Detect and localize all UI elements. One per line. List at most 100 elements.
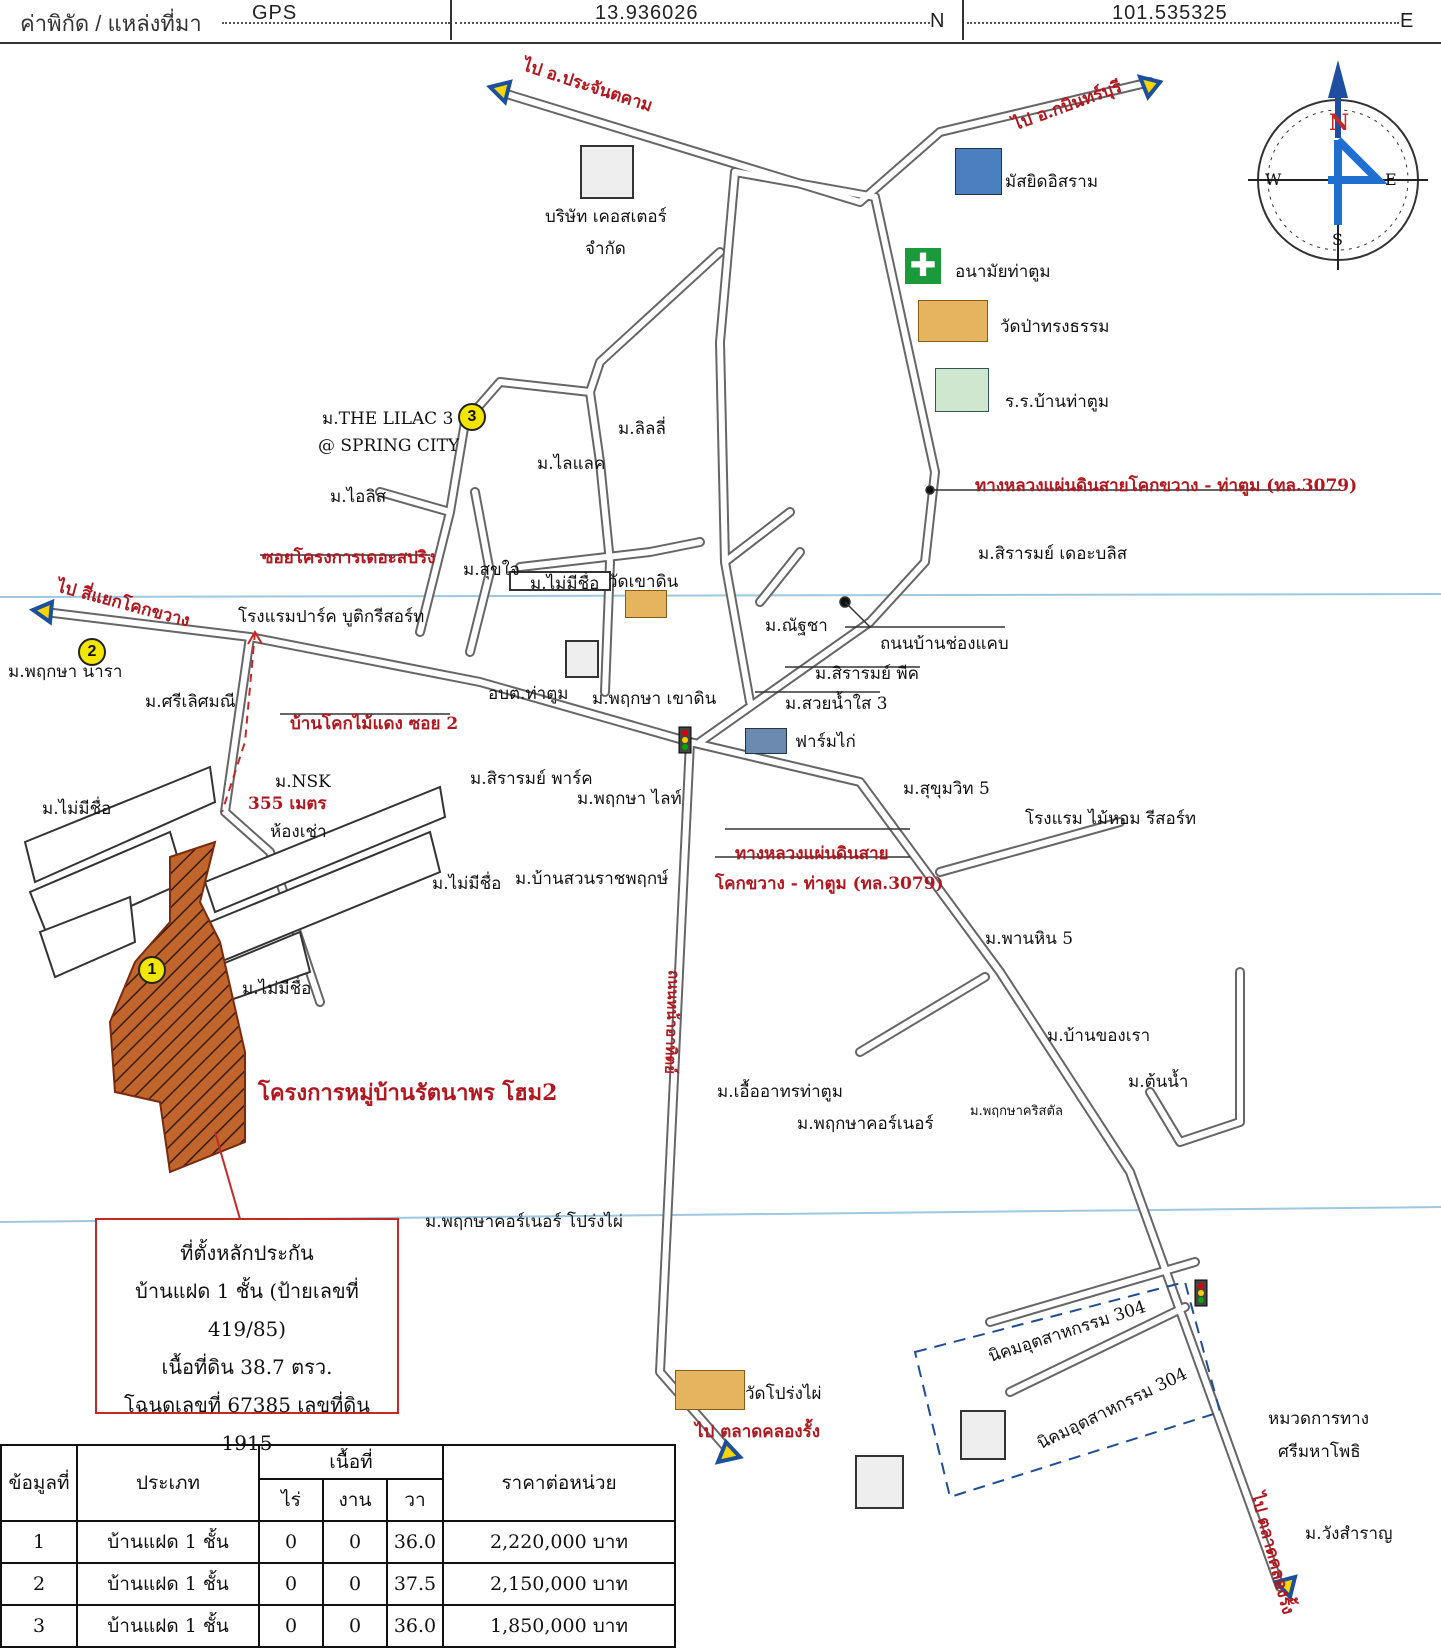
label-lilly: ม.ลิลลี่ (618, 419, 666, 439)
temple-icon-2 (625, 590, 667, 618)
info-line-1: ที่ตั้งหลักประกัน (180, 1241, 314, 1265)
coord-label: ค่าพิกัด / แหล่งที่มา (20, 11, 202, 36)
label-sukhumvit: ม.สุขุมวิท 5 (903, 779, 990, 799)
mosque-icon (955, 148, 1002, 195)
cell-ngan: 0 (322, 1562, 388, 1606)
leader-lines (260, 485, 1340, 858)
label-mai-mi-chue-4: ม.ไม่มีชื่อ (242, 979, 312, 999)
label-nsk: ม.NSK (275, 772, 331, 792)
factory-icon-2 (565, 640, 599, 678)
label-company: บริษัท เคอสเตอร์ (545, 207, 667, 227)
label-sri-lert: ม.ศรีเลิศมณี (145, 692, 236, 712)
label-wang-samran: ม.วังสำราญ (1305, 1524, 1393, 1544)
label-phruksa-nara: ม.พฤกษา นารา (8, 662, 123, 682)
health-cross-icon: ✚ (905, 248, 941, 284)
cell-ngan: 0 (322, 1520, 388, 1564)
label-distance: 355 เมตร (248, 794, 327, 814)
label-phruksa-light: ม.พฤกษา ไลท์ (577, 789, 682, 809)
cell-type: บ้านแฝด 1 ชั้น (76, 1520, 260, 1564)
label-phruksa-prong: ม.พฤกษาคอร์เนอร์ โปร่งไผ่ (425, 1212, 623, 1232)
cell-no: 2 (0, 1562, 78, 1606)
label-health: อนามัยท่าตูม (955, 262, 1051, 282)
pin-2: 2 (78, 638, 106, 666)
label-phruksa-crystal: ม.พฤกษาคริสตัล (970, 1104, 1063, 1119)
label-ua-athorn: ม.เอื้ออาทรท่าตูม (717, 1082, 843, 1102)
label-project: โครงการหมู่บ้านรัตนาพร โฮม2 (258, 1080, 558, 1106)
label-highway-1: ทางหลวงแผ่นดินสาย (735, 844, 889, 864)
housing-blocks (23, 571, 611, 1004)
coordinate-header: ค่าพิกัด / แหล่งที่มา GPS 13.936026 N 10… (0, 0, 1441, 44)
th-area: เนื้อที่ (258, 1444, 444, 1480)
label-highway-dept-1: หมวดการทาง (1268, 1409, 1370, 1429)
cell-price: 2,220,000 บาท (442, 1520, 676, 1564)
factory-icon-3 (855, 1455, 904, 1509)
label-wat-khao-din: วัดเขาดิน (608, 572, 679, 592)
label-ton-nam: ม.ต้นน้ำ (1128, 1072, 1189, 1092)
label-sukjai: ม.สุขใจ (463, 560, 520, 580)
label-ban-khok: บ้านโคกไม้แดง ซอย 2 (290, 714, 459, 734)
project-parcel (108, 840, 246, 1174)
label-chong-kaep: ถนนบ้านช่องแคบ (880, 634, 1009, 654)
label-mosque: มัสยิดอิสราม (1005, 172, 1099, 192)
compass-north: N (1329, 110, 1350, 136)
label-highway-top: ทางหลวงแผ่นดินสายโคกขวาง - ท่าตูม (ทล.30… (975, 476, 1358, 496)
compass-east: E (1385, 170, 1397, 189)
factory-icon (580, 145, 634, 199)
cell-type: บ้านแฝด 1 ชั้น (76, 1562, 260, 1606)
cell-price: 1,850,000 บาท (442, 1604, 676, 1648)
label-wat-prong: วัดโปร่งไผ่ (745, 1384, 822, 1404)
label-lylac: ม.ไลแลค (537, 454, 606, 474)
label-spring: @ SPRING CITY (318, 436, 460, 456)
school-icon (935, 368, 989, 412)
table-row: 2 บ้านแฝด 1 ชั้น 0 0 37.5 2,150,000 บาท (0, 1562, 676, 1606)
label-wat-pa: วัดป่าทรงธรรม (1000, 317, 1110, 337)
th-price: ราคาต่อหน่วย (442, 1444, 676, 1522)
label-lilac: ม.THE LILAC 3 (322, 409, 454, 429)
th-wa: วา (386, 1478, 444, 1522)
label-mai-hom: โรงแรม ไม้หอม รีสอร์ท (1025, 809, 1197, 829)
cell-wa: 36.0 (386, 1520, 444, 1564)
label-room: ห้องเช่า (270, 822, 327, 842)
label-soi-spring: ซอยโครงการเดอะสปริง (262, 548, 436, 568)
label-mai-mi-chue-3: ม.ไม่มีชื่อ (432, 874, 502, 894)
info-line-4: โฉนดเลขที่ 67385 เลขที่ดิน 1915 (124, 1393, 370, 1455)
temple-icon (918, 300, 988, 342)
cell-ngan: 0 (322, 1604, 388, 1648)
farm-icon (745, 728, 787, 754)
label-to-talad-khlong-rong: ไป ตลาดคลองรั้ง (695, 1422, 821, 1442)
cell-wa: 37.5 (386, 1562, 444, 1606)
label-road-vertical: ถนนหน้าอาทิตย์ (661, 969, 683, 1075)
label-mai-mi-chue-2: ม.ไม่มีชื่อ (42, 799, 112, 819)
label-phruksa-corner: ม.พฤกษาคอร์เนอร์ (797, 1114, 934, 1134)
longitude-suffix: E (1400, 10, 1415, 32)
info-line-2: บ้านแฝด 1 ชั้น (ป้ายเลขที่ 419/85) (135, 1279, 359, 1341)
cell-rai: 0 (258, 1604, 324, 1648)
factory-icon-4 (960, 1410, 1006, 1460)
collateral-info-box: ที่ตั้งหลักประกัน บ้านแฝด 1 ชั้น (ป้ายเล… (95, 1218, 399, 1455)
label-obt: อบต.ท่าตูม (488, 684, 569, 704)
table-row: 1 บ้านแฝด 1 ชั้น 0 0 36.0 2,220,000 บาท (0, 1520, 676, 1564)
label-phan-hin: ม.พานหิน 5 (985, 929, 1074, 949)
cell-no: 1 (0, 1520, 78, 1564)
label-farm: ฟาร์มไก่ (795, 732, 856, 752)
temple-icon-3 (675, 1370, 745, 1410)
cell-wa: 36.0 (386, 1604, 444, 1648)
coord-source: GPS (252, 2, 298, 24)
th-no: ข้อมูลที่ (0, 1444, 78, 1522)
label-sirarom-park: ม.สิรารมย์ พาร์ค (470, 769, 593, 789)
pin-3: 3 (458, 403, 486, 431)
label-suai-nam-sai: ม.สวยน้ำใส 3 (785, 694, 888, 714)
th-rai: ไร่ (258, 1478, 324, 1522)
cell-type: บ้านแฝด 1 ชั้น (76, 1604, 260, 1648)
cell-rai: 0 (258, 1562, 324, 1606)
label-sirarom-bliss: ม.สิรารมย์ เดอะบลิส (978, 544, 1128, 564)
th-type: ประเภท (76, 1444, 260, 1522)
compass-south: S (1332, 230, 1343, 249)
cell-price: 2,150,000 บาท (442, 1562, 676, 1606)
longitude-value: 101.535325 (1112, 2, 1228, 24)
label-company-2: จำกัด (585, 239, 626, 259)
th-ngan: งาน (322, 1478, 388, 1522)
compass-rose (1248, 60, 1428, 270)
label-highway-dept-2: ศรีมหาโพธิ (1278, 1442, 1361, 1462)
label-park-hotel: โรงแรมปาร์ค บูติกรีสอร์ท (238, 607, 425, 627)
